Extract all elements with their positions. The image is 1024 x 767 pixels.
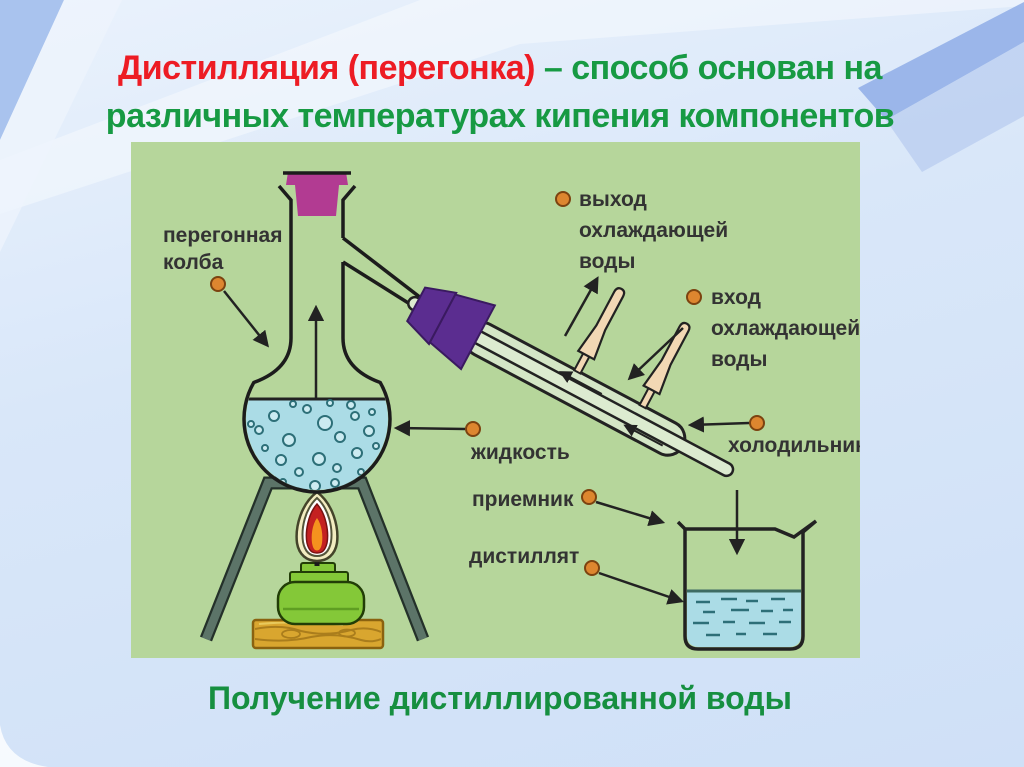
slide-title-line1: Дистилляция (перегонка) – способ основан… bbox=[0, 44, 1000, 92]
flask-stopper bbox=[283, 171, 351, 216]
callout-dot-icon bbox=[555, 191, 571, 207]
callout-arrow-flask bbox=[223, 290, 270, 348]
flame bbox=[295, 490, 339, 566]
callout-dot-icon bbox=[584, 560, 600, 576]
bg-swoosh-top bbox=[0, 0, 1024, 214]
label-cooling-inlet: вход bbox=[711, 286, 761, 309]
label-cooling-inlet: воды bbox=[711, 348, 767, 371]
cooling-water-inlet-nozzle bbox=[638, 321, 691, 410]
label-flask: колба bbox=[163, 251, 224, 274]
cooling-water-outlet-nozzle bbox=[572, 287, 626, 375]
callout-dot-icon bbox=[465, 421, 481, 437]
label-flask: перегонная bbox=[163, 224, 282, 247]
liquid-ripples bbox=[693, 597, 793, 637]
callout-arrow-liquid bbox=[393, 420, 466, 437]
label-cooling-inlet: охлаждающей bbox=[711, 317, 860, 340]
label-receiver: приемник bbox=[472, 488, 574, 511]
slide-title-rest: – способ основан на bbox=[534, 49, 883, 87]
label-cooling-outlet: выход bbox=[579, 188, 647, 211]
water-flow-arrow bbox=[558, 371, 603, 395]
bg-corner-band bbox=[0, 0, 122, 252]
callout-dot-icon bbox=[686, 289, 702, 305]
condenser-stopper bbox=[406, 286, 497, 371]
label-condenser: холодильник bbox=[728, 434, 860, 457]
callout-arrow-receiver bbox=[595, 500, 666, 527]
water-in-arrow bbox=[627, 327, 684, 381]
water-out-arrow bbox=[563, 276, 599, 337]
distillation-diagram: перегонная колба выход охлаждающей воды … bbox=[131, 142, 866, 658]
label-distillate: дистиллят bbox=[469, 545, 579, 568]
label-cooling-outlet: воды bbox=[579, 250, 635, 273]
diagram-background bbox=[131, 142, 860, 658]
diagram-panel: перегонная колба выход охлаждающей воды … bbox=[131, 142, 866, 663]
slide-title-line2: различных температурах кипения компонент… bbox=[105, 97, 895, 136]
bg-corner-curve bbox=[0, 725, 48, 767]
callout-arrow-distillate bbox=[598, 571, 685, 605]
bg-band-light bbox=[886, 42, 1024, 172]
label-liquid: жидкость bbox=[470, 441, 570, 464]
condenser-inner-tube bbox=[407, 295, 735, 478]
slide-caption: Получение дистиллированной воды bbox=[208, 680, 792, 716]
bubbles bbox=[247, 399, 380, 490]
callout-dot-icon bbox=[210, 276, 226, 292]
bg-band-dark bbox=[858, 2, 1024, 120]
distillation-flask bbox=[242, 171, 436, 494]
water-flow-arrow bbox=[623, 424, 664, 447]
slide-title-highlight: Дистилляция (перегонка) bbox=[118, 49, 535, 87]
callout-dot-icon bbox=[749, 415, 765, 431]
condenser bbox=[406, 286, 735, 478]
spirit-lamp bbox=[276, 562, 366, 626]
label-cooling-outlet: охлаждающей bbox=[579, 219, 728, 242]
callout-dot-icon bbox=[581, 489, 597, 505]
slide-title: Дистилляция (перегонка) – способ основан… bbox=[0, 44, 1000, 141]
callout-arrow-condenser bbox=[687, 416, 750, 433]
receiver-beaker bbox=[676, 519, 818, 651]
